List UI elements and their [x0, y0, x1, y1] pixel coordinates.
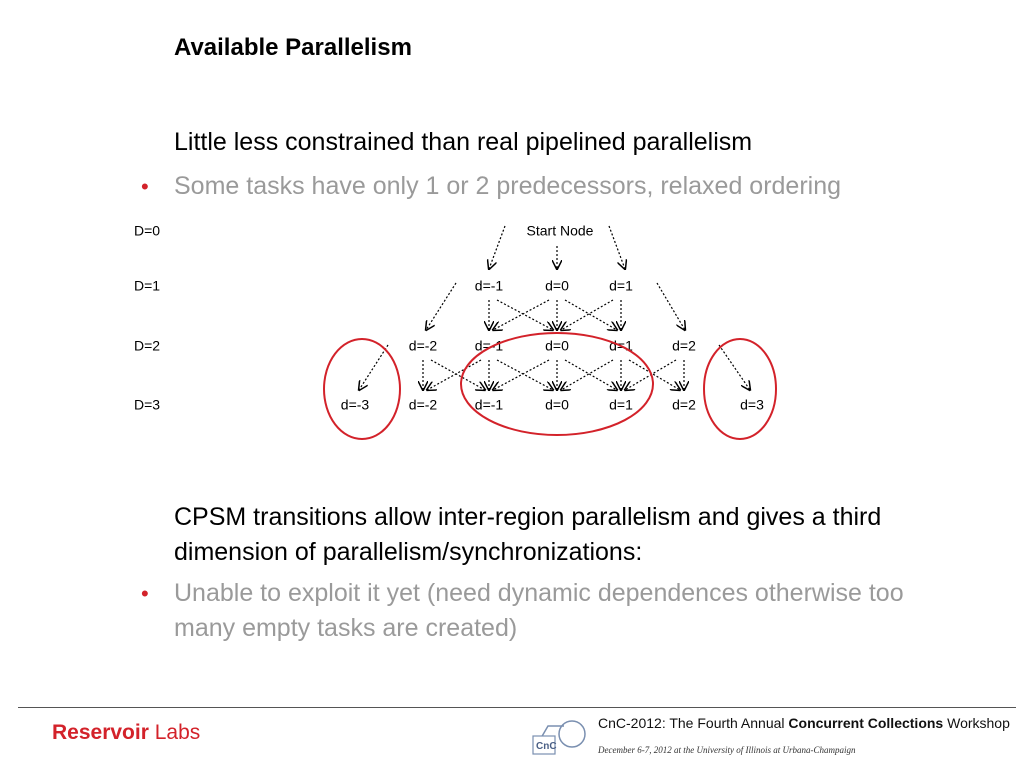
bullet-marker-2: •	[141, 581, 149, 606]
bullet-text-2: Unable to exploit it yet (need dynamic d…	[174, 579, 904, 642]
workshop-title: CnC-2012: The Fourth Annual Concurrent C…	[598, 715, 1010, 731]
text-line-2: CPSM transitions allow inter-region para…	[174, 503, 882, 566]
bullet-marker-1: •	[141, 174, 149, 199]
node-row3: d=-2	[409, 397, 438, 413]
level-label: D=2	[134, 338, 160, 354]
brand-name-rest: Labs	[148, 721, 201, 744]
workshop-title-bold: Concurrent Collections	[788, 715, 944, 731]
dependency-arrow	[718, 344, 750, 390]
node-row3: d=-3	[341, 397, 370, 413]
dependency-arrow	[656, 282, 685, 330]
brand-logo: Reservoir Labs	[52, 721, 200, 745]
dependency-arrow	[493, 359, 550, 390]
node-row3: d=0	[545, 397, 569, 413]
dependency-arrow	[427, 359, 482, 390]
highlight-ellipses	[323, 332, 777, 440]
slide-title: Available Parallelism	[174, 34, 412, 61]
brand-name-bold: Reservoir	[52, 721, 149, 744]
node-row2: d=2	[672, 338, 696, 354]
node-row3: d=2	[672, 397, 696, 413]
dependency-arrow	[608, 225, 625, 269]
level-label: D=0	[134, 223, 160, 239]
workshop-date: December 6-7, 2012 at the University of …	[598, 745, 856, 755]
cnc-logo-icon: CnC	[532, 720, 586, 755]
dependency-arrow	[564, 359, 617, 390]
highlight-ellipse	[460, 332, 654, 436]
dependency-arrow	[496, 359, 553, 390]
node-labels: D=0D=1D=2D=3 Start Node d=-1 d=0 d=1 d=-2 d=-1…	[134, 223, 764, 413]
node-row2: d=0	[545, 338, 569, 354]
text-line-1: Little less constrained than real pipeli…	[174, 128, 753, 156]
highlight-ellipse	[703, 338, 777, 440]
footer-divider	[18, 707, 1016, 708]
node-row3: d=1	[609, 397, 633, 413]
cnc-logo-text: CnC	[536, 741, 557, 752]
dependency-arrow	[628, 359, 680, 390]
dependency-arrow	[493, 299, 550, 330]
highlight-ellipse	[323, 338, 401, 440]
node-row3: d=3	[740, 397, 764, 413]
dependency-arrow	[561, 359, 614, 390]
dependency-arrows	[359, 225, 750, 390]
workshop-title-prefix: CnC-2012: The Fourth Annual	[598, 715, 789, 731]
dependency-arrow	[489, 225, 506, 269]
dependency-arrow	[496, 299, 553, 330]
node-row2: d=-2	[409, 338, 438, 354]
node-row1: d=-1	[475, 278, 504, 294]
level-label: D=3	[134, 397, 160, 413]
workshop-title-suffix: Workshop	[943, 715, 1010, 731]
dependency-arrow	[564, 299, 617, 330]
dependency-arrow	[561, 299, 614, 330]
level-label: D=1	[134, 278, 160, 294]
dependency-arrow	[430, 359, 485, 390]
node-row3: d=-1	[475, 397, 504, 413]
dependency-arrow	[426, 282, 457, 330]
node-row1: d=0	[545, 278, 569, 294]
dependency-arrow	[359, 344, 389, 390]
start-node: Start Node	[527, 223, 594, 239]
node-row2: d=-1	[475, 338, 504, 354]
node-row1: d=1	[609, 278, 633, 294]
bullet-text-1: Some tasks have only 1 or 2 predecessors…	[174, 172, 842, 200]
dependency-diagram: D=0D=1D=2D=3 Start Node d=-1 d=0 d=1 d=-2 d=-1…	[134, 223, 777, 440]
